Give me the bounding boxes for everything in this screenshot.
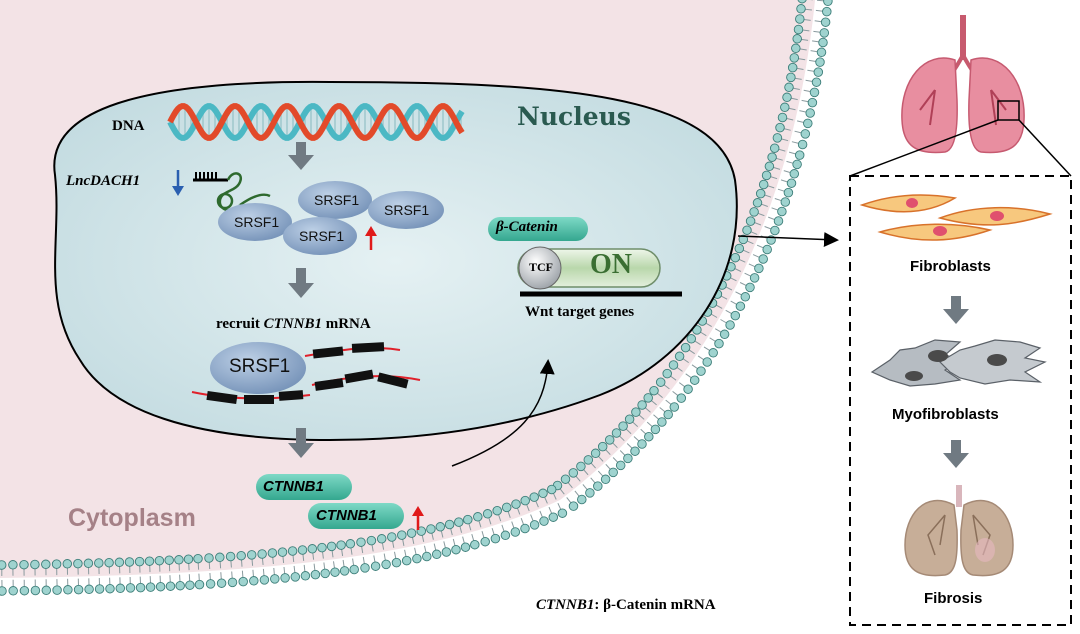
- zoom-line: [849, 119, 999, 177]
- ctnnb1-label: CTNNB1: [316, 507, 377, 524]
- ctnnb1-mrna-pills: [256, 474, 404, 529]
- up-arrow-icon: [365, 226, 377, 250]
- lung-icon: [901, 15, 1025, 154]
- srsf1-protein-cluster: [218, 181, 444, 255]
- srsf1-label: SRSF1: [299, 228, 345, 244]
- wnt-target-genes-label: Wnt target genes: [525, 304, 635, 320]
- zoom-line: [1018, 119, 1072, 177]
- translocation-arrow: [451, 359, 555, 467]
- cell-membrane: [0, 0, 833, 596]
- lncdach1-label: LncDACH1: [66, 173, 141, 189]
- fibrotic-lung-icon: [904, 485, 1014, 577]
- legend-text: CTNNB1: β-Catenin mRNA: [536, 597, 716, 613]
- srsf1-label: SRSF1: [234, 214, 280, 230]
- myofibroblasts-label: Myofibroblasts: [892, 406, 999, 423]
- myofibroblast-cell-icon: [870, 339, 1047, 387]
- cytoplasm-label: Cytoplasm: [68, 504, 196, 532]
- tcf-label: TCF: [529, 260, 553, 274]
- recruit-label: recruit CTNNB1 mRNA: [216, 316, 371, 332]
- effect-arrow: [737, 232, 839, 248]
- fibroblasts-label: Fibroblasts: [910, 258, 991, 275]
- fibrosis-label: Fibrosis: [924, 590, 983, 607]
- lncrna-structure-icon: [193, 172, 271, 212]
- beta-catenin-label: β-Catenin: [496, 219, 558, 235]
- up-arrow-icon: [412, 506, 424, 530]
- dna-label: DNA: [112, 118, 145, 134]
- on-label: ON: [590, 249, 632, 280]
- srsf1-label: SRSF1: [384, 202, 430, 218]
- srsf1-mrna-complex: [191, 342, 421, 405]
- dna-helix-icon: [167, 103, 465, 141]
- down-arrow-icon: [172, 170, 184, 196]
- srsf1-big-label: SRSF1: [229, 356, 291, 377]
- wnt-activation-complex: [488, 217, 682, 297]
- inset-box: [849, 175, 1072, 626]
- fibroblast-cell-icon: [859, 194, 1053, 241]
- ctnnb1-label: CTNNB1: [263, 478, 324, 495]
- process-arrows: [288, 142, 969, 468]
- srsf1-label: SRSF1: [314, 192, 360, 208]
- nucleus-label: Nucleus: [517, 102, 631, 131]
